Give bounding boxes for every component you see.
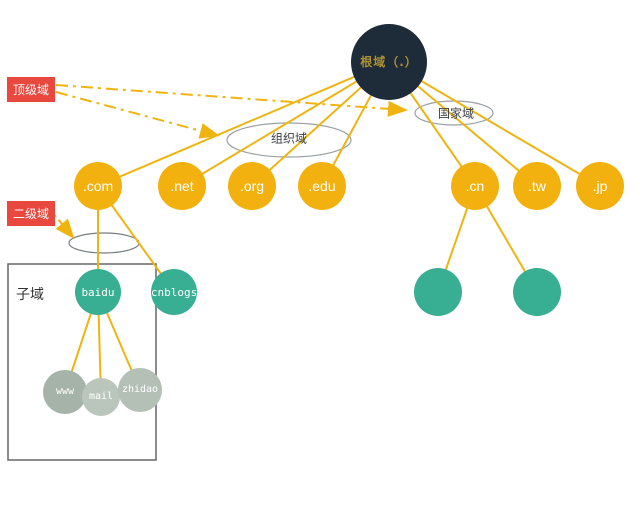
node-tld-org: .org [228, 162, 276, 210]
node-cnblogs: cnblogs [151, 269, 197, 315]
node-www: www [43, 370, 87, 414]
node-tld-tw: .tw [513, 162, 561, 210]
arrow-toplevel-to-country [55, 84, 408, 117]
node-tld-com: .com [74, 162, 122, 210]
edge-root-net [181, 61, 390, 187]
edge-root-jp [388, 61, 601, 187]
node-zhidao: zhidao [118, 368, 162, 412]
label-subdomain-region: 子域 [16, 287, 44, 303]
node-tld-net: .net [158, 162, 206, 210]
arrow-secondlevel-to-ellipse [51, 211, 75, 240]
node-tld-jp: .jp [576, 162, 624, 210]
label-top-level-domain: 顶级域 [7, 77, 56, 102]
edge-root-com [97, 61, 390, 187]
node-tld-cn: .cn [451, 162, 499, 210]
label-second-level-domain: 二级域 [7, 201, 56, 226]
arrow-toplevel-to-org [55, 91, 220, 139]
node-mail: mail [82, 378, 120, 416]
node-root-domain: 根域（.） [351, 24, 427, 100]
node-tld-edu: .edu [298, 162, 346, 210]
node-cn-child-2 [513, 268, 561, 316]
label-org-domain: 组织域 [270, 131, 308, 146]
subdomain-rectangle [7, 263, 157, 461]
node-baidu: baidu [75, 269, 121, 315]
second-level-ellipse [68, 232, 140, 254]
node-cn-child-1 [414, 268, 462, 316]
label-country-domain: 国家域 [437, 106, 475, 121]
